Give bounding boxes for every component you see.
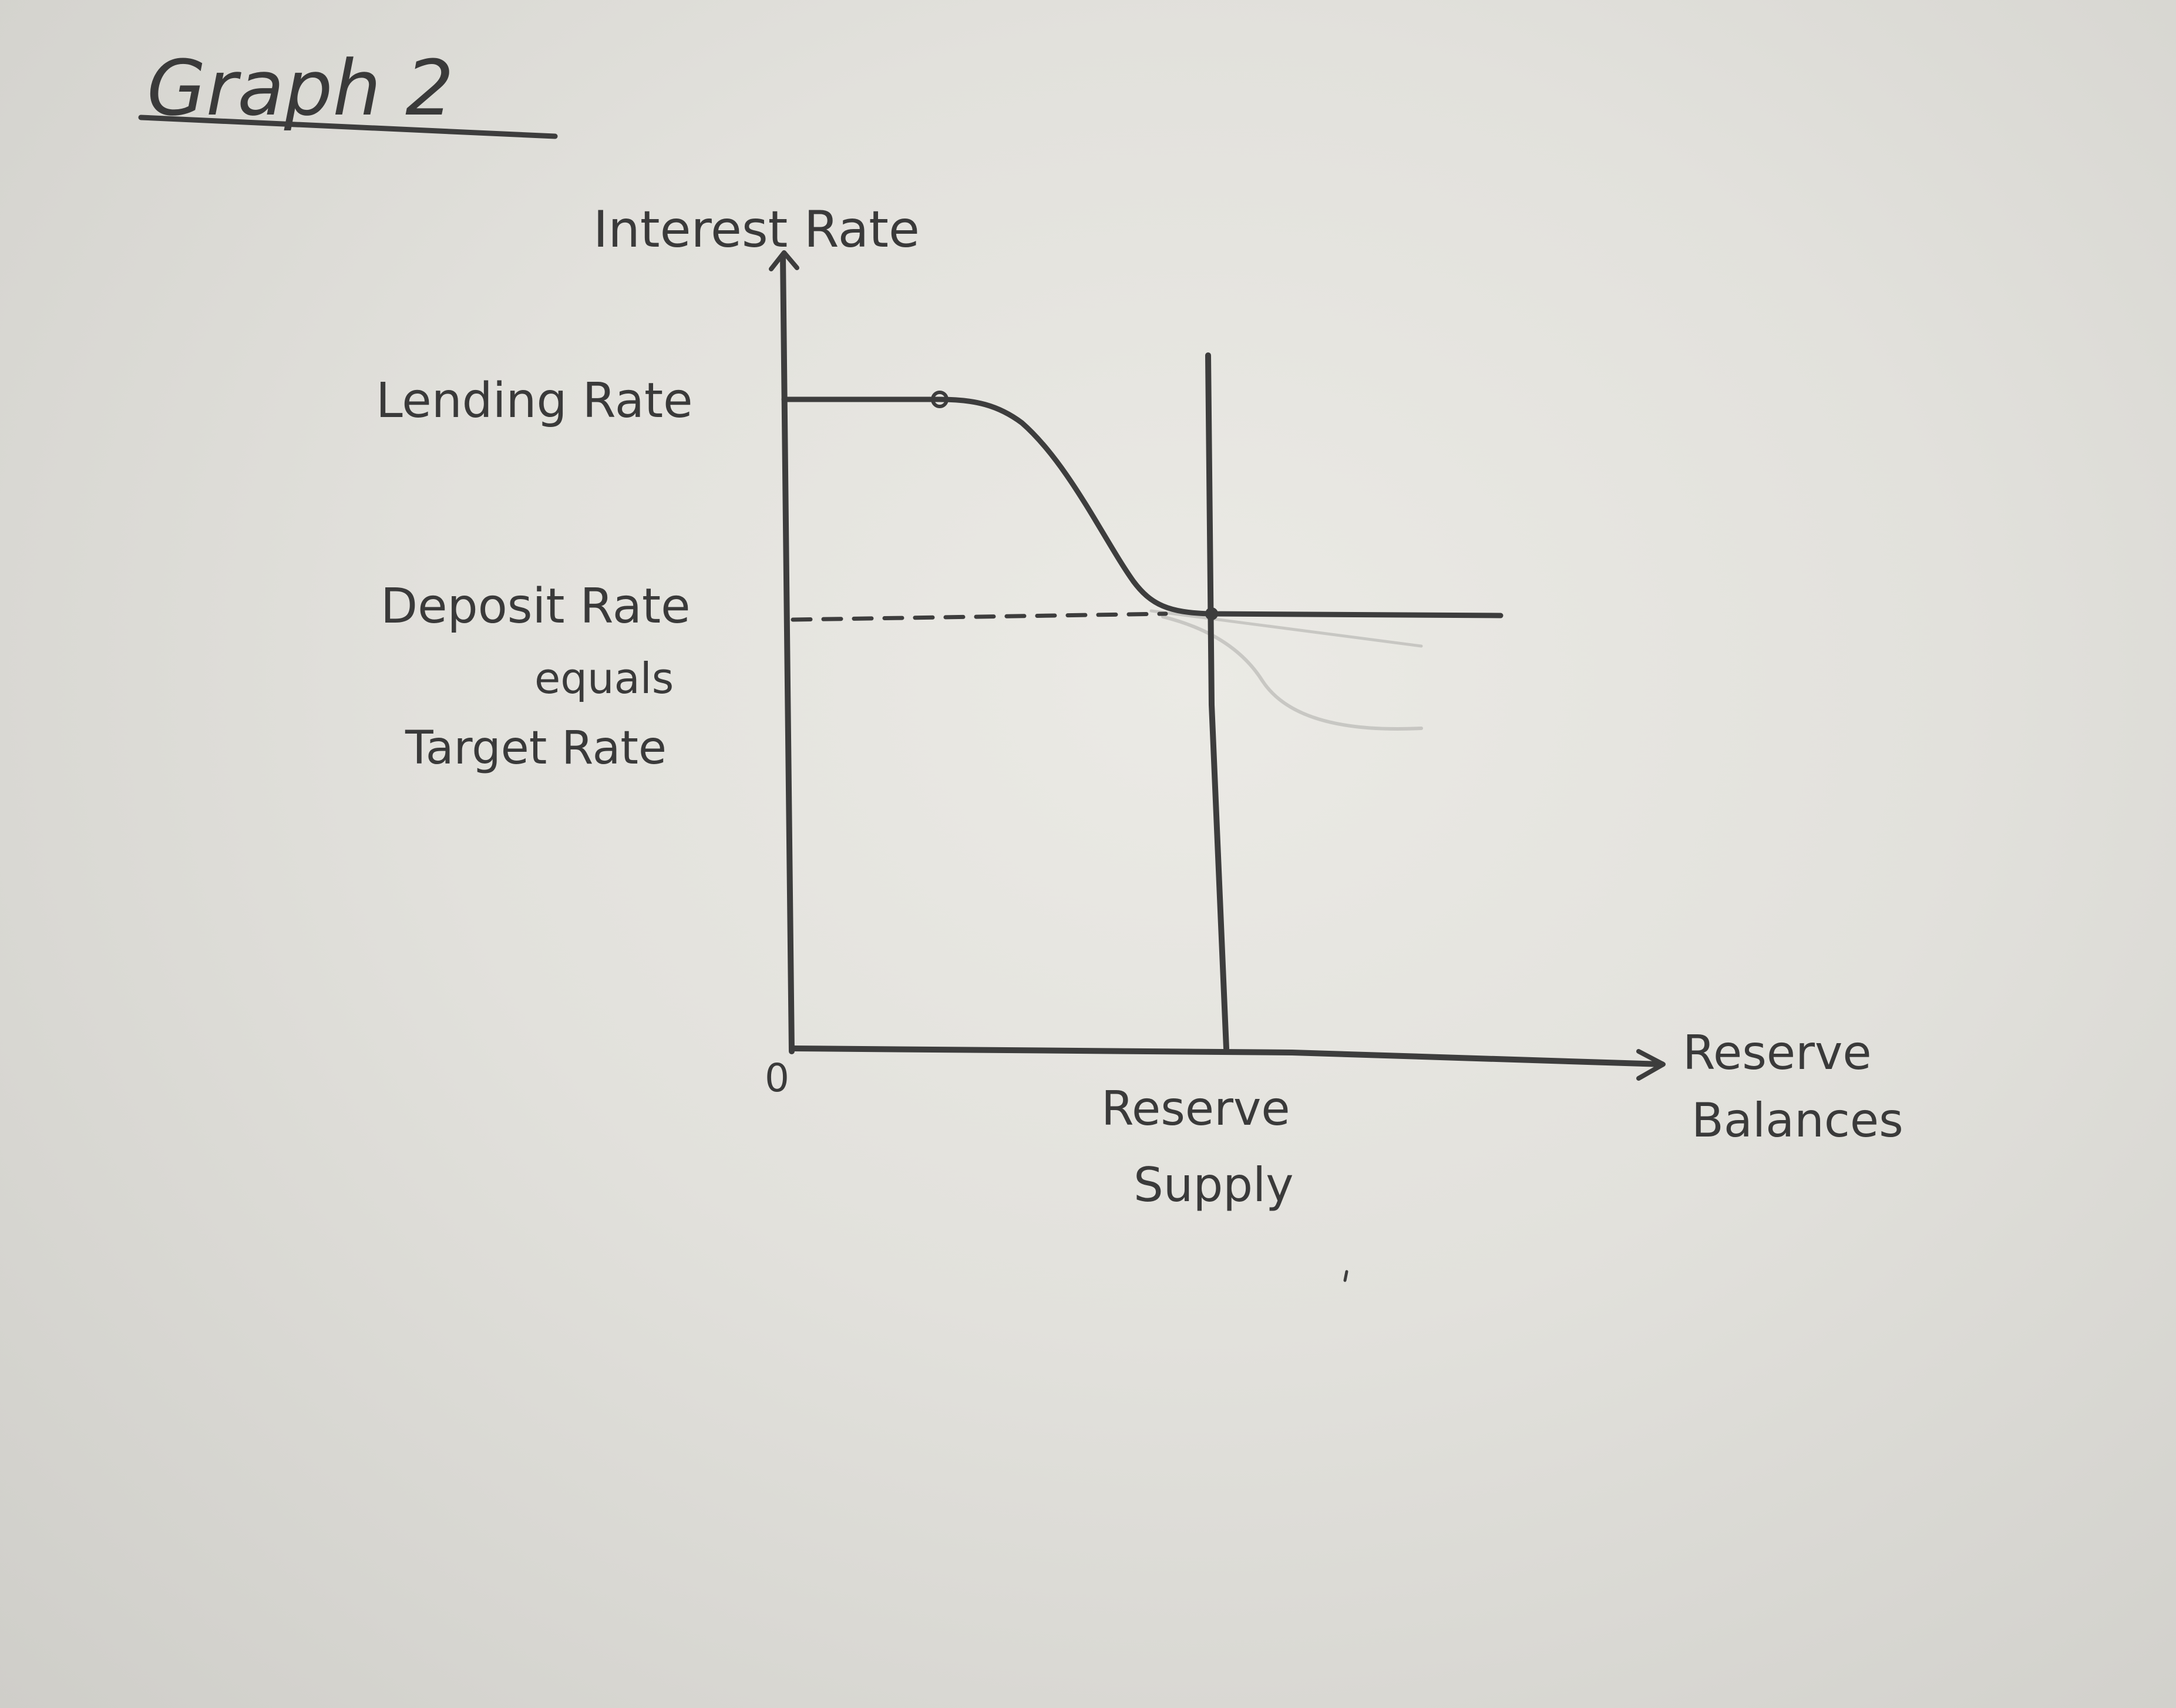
deposit-rate-label: Deposit Rate [381, 579, 691, 634]
lending-rate-label: Lending Rate [376, 373, 693, 429]
x-axis-arrowhead [1636, 1049, 1666, 1081]
reserve-supply-line [1205, 352, 1229, 1051]
stray-pencil-mark [1343, 1270, 1348, 1282]
reserve-supply-label-line1: Reserve [1101, 1081, 1290, 1136]
reserve-supply-label-line2: Supply [1134, 1158, 1294, 1212]
reserve-demand-curve [781, 396, 1504, 618]
y-axis [780, 253, 795, 1054]
x-axis [789, 1045, 1665, 1067]
erased-pencil-trace [1161, 615, 1423, 731]
y-axis-arrowhead [769, 250, 799, 271]
origin-label: 0 [765, 1055, 789, 1101]
x-axis-label-line1: Reserve [1683, 1026, 1872, 1080]
title-underline [138, 115, 558, 139]
target-rate-label: Target Rate [405, 722, 667, 775]
kink-point-upper [931, 391, 949, 408]
erased-pencil-trace-2 [1149, 609, 1423, 648]
x-axis-label-line2: Balances [1691, 1093, 1903, 1148]
deposit-rate-dashed-line [791, 611, 1168, 622]
y-axis-label: Interest Rate [593, 200, 920, 259]
equals-label: equals [534, 654, 674, 703]
